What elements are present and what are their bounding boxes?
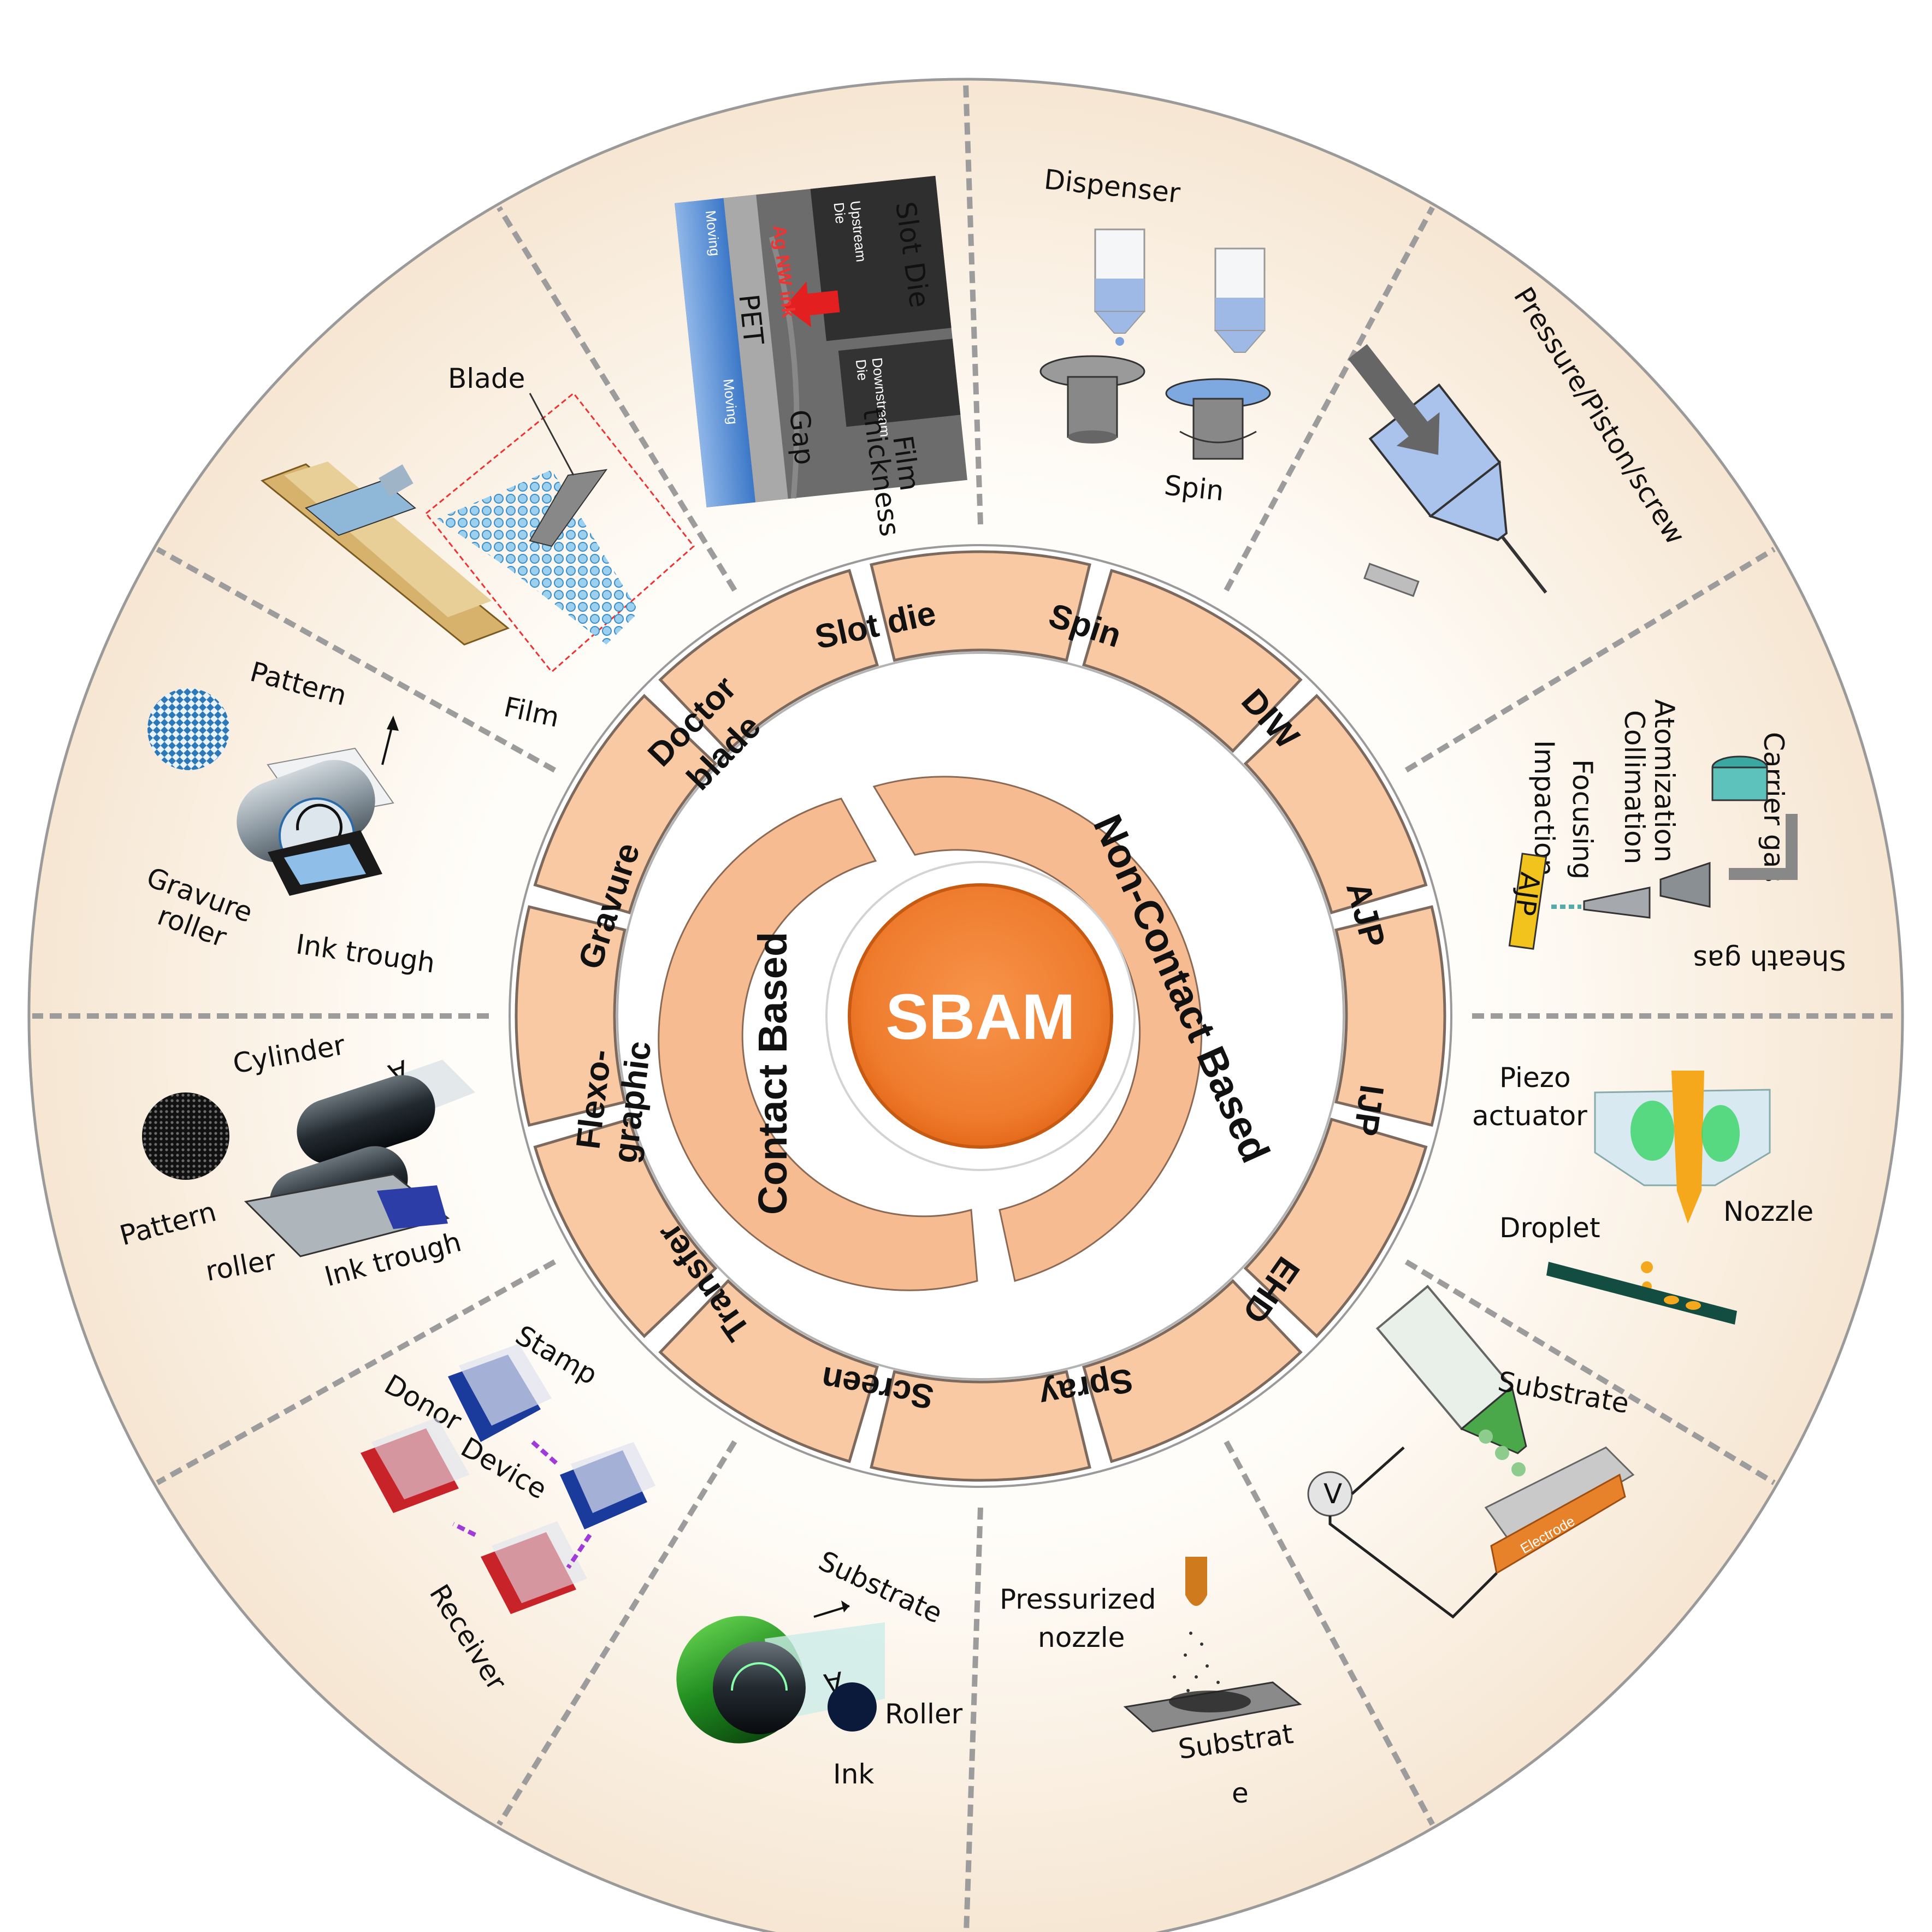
upstream-die	[810, 175, 952, 341]
svg-text:Impaction: Impaction	[1528, 740, 1560, 876]
segment-wedge	[533, 694, 718, 914]
segment-wedge	[870, 1370, 1091, 1482]
panel-doctor-blade: Blade Film	[261, 363, 695, 734]
segment-wedge	[870, 550, 1091, 662]
divider-line	[1404, 1259, 1776, 1485]
svg-text:Gap: Gap	[783, 408, 820, 466]
downstream-die	[838, 339, 961, 427]
svg-text:Nozzle: Nozzle	[1723, 1196, 1813, 1227]
panel-ehd: Substrate Electrode V	[1307, 1285, 1635, 1619]
svg-text:Die: Die	[853, 358, 871, 381]
svg-text:nozzle: nozzle	[1038, 1622, 1125, 1653]
segment-wedge	[1243, 1118, 1428, 1338]
divider-line	[497, 1440, 737, 1826]
segment-wedge	[1334, 905, 1446, 1127]
svg-text:Ink: Ink	[833, 1758, 874, 1790]
divider-line	[1224, 206, 1435, 592]
segment-wedge	[658, 1279, 879, 1463]
segment-wedge	[658, 569, 879, 753]
center-title: SBAM	[885, 981, 1075, 1053]
group-label-contact: Contact Based	[750, 932, 795, 1215]
svg-text:Piezo: Piezo	[1499, 1062, 1571, 1094]
divider-line	[156, 1259, 557, 1485]
divider-line	[1404, 547, 1776, 773]
svg-text:actuator: actuator	[1472, 1100, 1587, 1132]
syringe-left	[1094, 228, 1146, 346]
panel-spin: Dispenser Spin	[1039, 163, 1271, 507]
gravure-pattern-icon	[147, 688, 229, 770]
svg-text:Roller: Roller	[885, 1698, 963, 1730]
spin-chuck-right	[1165, 378, 1271, 460]
blade-icon	[529, 469, 608, 547]
contact-group-arc	[658, 797, 978, 1291]
divider-line	[1224, 1440, 1435, 1826]
electrode	[1490, 1473, 1626, 1575]
svg-text:Collimation: Collimation	[1618, 710, 1650, 864]
panel-spray: Pressurized nozzle Substrat e	[1000, 1557, 1302, 1809]
divider-line	[497, 206, 737, 592]
svg-text:e: e	[1232, 1777, 1249, 1809]
piston-arrow-icon	[1348, 344, 1431, 441]
svg-text:Blade: Blade	[448, 363, 525, 394]
spin-chuck-left	[1039, 355, 1145, 444]
dashed-dividers	[32, 82, 1899, 1932]
segment-wedge	[1082, 569, 1303, 753]
segment-wedge	[1082, 1279, 1303, 1463]
svg-text:Spin: Spin	[1163, 469, 1226, 507]
svg-text:Atomization: Atomization	[1649, 699, 1680, 862]
svg-text:PET: PET	[732, 293, 769, 346]
flexo-pattern-icon	[142, 1092, 229, 1180]
panel-slot-die: Upstream Die Downstream Die Ag NW ink PE…	[675, 175, 967, 539]
svg-text:Film: Film	[887, 434, 926, 493]
core-circle	[848, 883, 1113, 1149]
svg-text:Sheath gas: Sheath gas	[1693, 944, 1846, 976]
divider-line	[156, 547, 557, 773]
svg-text:AJP: AJP	[1509, 870, 1546, 917]
svg-text:Pressurized: Pressurized	[1000, 1584, 1156, 1615]
segment-wedge	[1243, 694, 1428, 914]
panel-ijp: Piezo actuator Nozzle Droplet	[1472, 1062, 1813, 1325]
svg-text:Die: Die	[831, 202, 849, 224]
svg-text:V: V	[1324, 1478, 1342, 1510]
panel-ajp: Carrier gas Atomization Collimation Focu…	[1508, 699, 1846, 976]
segment-wedge	[515, 905, 627, 1127]
segment-ijp: IJP	[1346, 1083, 1391, 1138]
svg-text:Carrier gas: Carrier gas	[1758, 732, 1789, 882]
ink-arrow-icon	[784, 281, 840, 328]
svg-text:Droplet: Droplet	[1499, 1212, 1600, 1244]
spray-nozzle-icon	[1185, 1557, 1207, 1606]
segment-wedge	[533, 1118, 718, 1338]
syringe-right	[1214, 247, 1266, 353]
svg-text:Focusing: Focusing	[1567, 759, 1598, 879]
pet-substrate	[675, 198, 756, 507]
